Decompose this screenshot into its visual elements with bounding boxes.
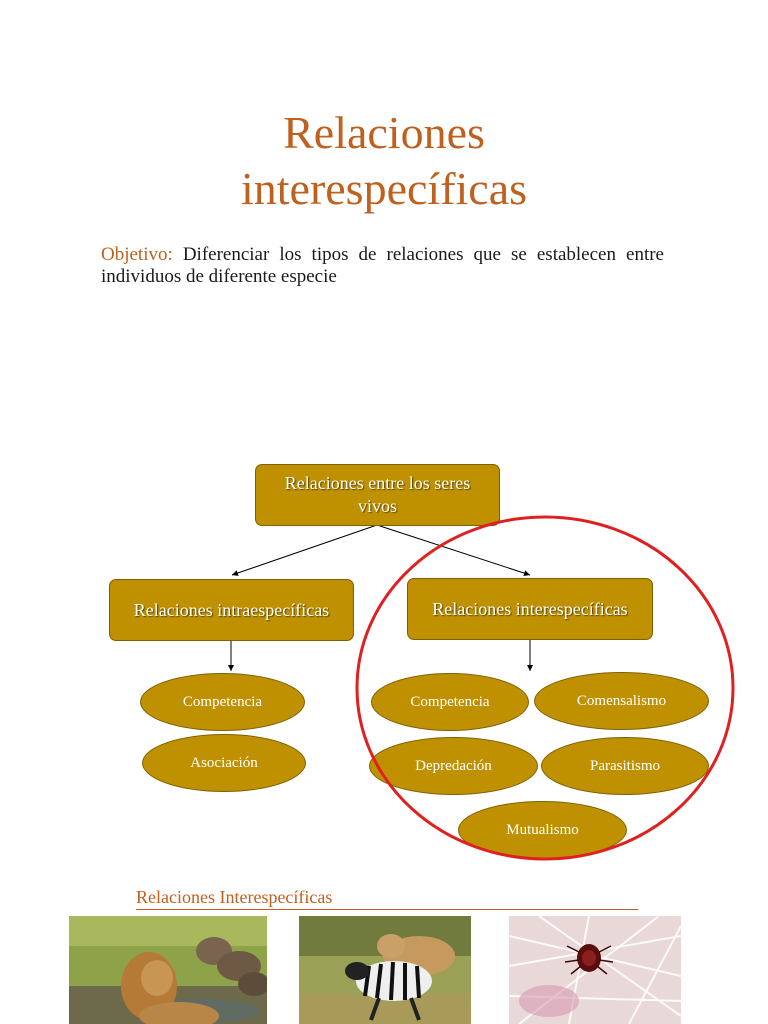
highlight-circle	[355, 515, 735, 861]
objective-label: Objetivo:	[101, 244, 173, 265]
section-caption: Relaciones Interespecíficas	[136, 887, 638, 910]
inter-item-parasitismo: Parasitismo	[541, 737, 709, 795]
objective-paragraph: Objetivo: Diferenciar los tipos de relac…	[101, 244, 664, 288]
title-line-2: interespecíficas	[240, 163, 528, 214]
lion-zebra-photo	[299, 916, 471, 1024]
page-title: Relaciones interespecíficas	[0, 105, 768, 217]
title-line-1: Relaciones	[283, 107, 485, 158]
inter-item-competencia: Competencia	[371, 673, 529, 731]
arrow-root-to-intra	[231, 524, 378, 576]
inter-item-comensalismo: Comensalismo	[534, 672, 709, 730]
inter-box: Relaciones interespecíficas	[407, 578, 653, 640]
intra-item-asociacion: Asociación	[142, 734, 306, 792]
objective-text: Diferenciar los tipos de relaciones que …	[101, 244, 664, 287]
inter-box-label: Relaciones interespecíficas	[432, 598, 628, 619]
intra-box: Relaciones intraespecíficas	[109, 579, 354, 641]
lion-hyenas-photo	[69, 916, 267, 1024]
intra-box-label: Relaciones intraespecíficas	[133, 599, 330, 620]
root-box-label: Relaciones entre los seres vivos	[284, 473, 471, 516]
arrow-root-to-inter	[376, 524, 531, 576]
inter-item-depredacion: Depredación	[369, 737, 538, 795]
intra-item-competencia: Competencia	[140, 673, 305, 731]
tick-photo	[509, 916, 681, 1024]
root-box: Relaciones entre los seres vivos	[255, 464, 500, 526]
